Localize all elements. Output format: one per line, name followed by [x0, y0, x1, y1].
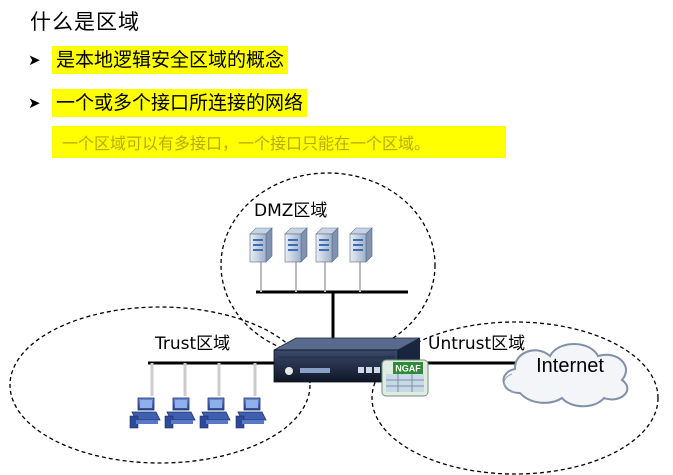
firewall-device-icon: [273, 337, 421, 383]
ngaf-firewall-badge: NGAF: [381, 359, 429, 397]
computer-icon: [164, 397, 196, 429]
arrow-bullet-icon: ➤: [28, 94, 41, 112]
trust-zone-ellipse: [9, 306, 311, 464]
untrust-zone-label: Untrust区域: [428, 334, 525, 354]
server-icon: [315, 227, 339, 263]
note-box: 一个区域可以有多接口，一个接口只能在一个区域。: [52, 126, 506, 158]
ngaf-badge-label: NGAF: [395, 364, 421, 374]
internet-cloud-icon: Internet: [502, 343, 629, 408]
internet-label: Internet: [536, 355, 604, 377]
server-icon: [284, 227, 308, 263]
bullet-text-2: 一个或多个接口所连接的网络: [52, 89, 308, 117]
bullet-item-2: ➤ 一个或多个接口所连接的网络: [28, 88, 308, 118]
server-icon: [349, 227, 373, 263]
note-text: 一个区域可以有多接口，一个接口只能在一个区域。: [62, 134, 431, 153]
server-icon: [249, 227, 273, 263]
computer-icon: [235, 397, 267, 429]
dmz-zone-label: DMZ区域: [254, 201, 327, 221]
page-title: 什么是区域: [30, 10, 140, 34]
bullet-text-1: 是本地逻辑安全区域的概念: [52, 46, 289, 74]
untrust-zone-ellipse: [371, 321, 659, 475]
computer-icon: [199, 397, 231, 429]
bullet-item-1: ➤ 是本地逻辑安全区域的概念: [28, 45, 289, 75]
trust-zone-label: Trust区域: [154, 334, 230, 354]
computer-icon: [129, 397, 161, 429]
arrow-bullet-icon: ➤: [28, 51, 41, 69]
